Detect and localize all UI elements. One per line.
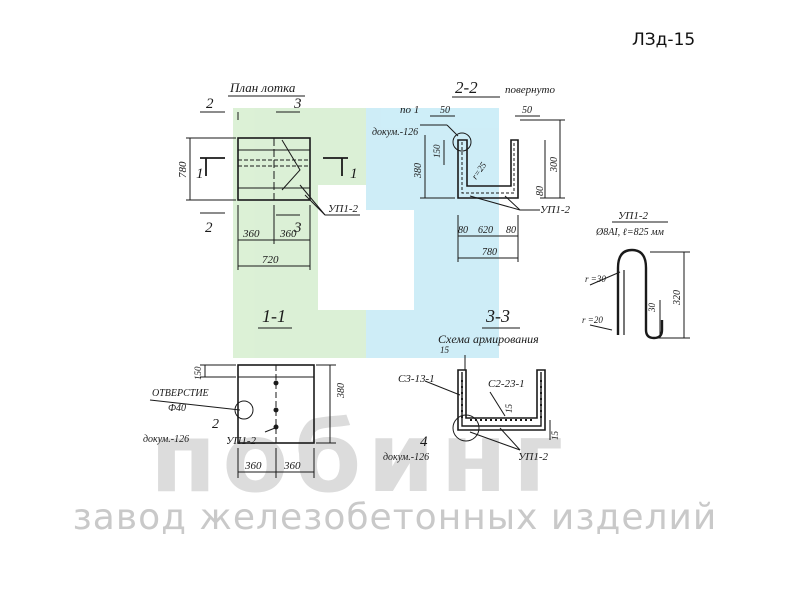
s11-dim-380: 380: [336, 383, 347, 399]
plan-view: [186, 111, 360, 270]
section-2-2-labels: 2-2 повернуто по 1 докум.-126 50 50 150 …: [372, 78, 571, 258]
detail-r20: r =20: [582, 315, 603, 325]
dim-620: 620: [478, 225, 493, 236]
hole-diameter: Ф40: [168, 403, 186, 414]
section-1-1-title: 1-1: [262, 306, 286, 326]
section-2-2-note: повернуто: [505, 84, 555, 96]
detail-r30: r =30: [585, 274, 606, 284]
section-3-3-rebar: УП1-2: [518, 451, 549, 463]
section-3-3-subtitle: Схема армирования: [438, 332, 539, 346]
dim-80-left: 80: [458, 225, 468, 236]
section-2-2-ref: докум.-126: [372, 127, 418, 138]
s11-dim-150: 150: [193, 366, 203, 380]
mesh-c2-label: С2-23-1: [488, 378, 525, 390]
rebar-detail-labels: УП1-2 Ø8АI, ℓ=825 мм r =30 r =20 30 320: [582, 210, 683, 325]
watermark-logo: [233, 108, 499, 358]
plan-dim-height: 780: [177, 161, 189, 178]
dim-780: 780: [482, 247, 497, 258]
plan-dim-right: 360: [279, 228, 297, 240]
section-3-3-labels: 3-3 Схема армирования 15 С3-13-1 С2-23-1…: [383, 306, 560, 463]
document-code: ЛЗд-15: [632, 30, 696, 50]
plan-labels: План лотка 2 3 1 1 2 3 780 360 360 720 У…: [177, 80, 359, 266]
cut-2-bottom: 2: [205, 220, 213, 236]
cut-3-top: 3: [293, 96, 302, 112]
section-2-2-title: 2-2: [455, 78, 478, 97]
section-1-1-pos: 2: [212, 417, 219, 432]
rebar-detail: [589, 221, 690, 340]
cut-3-bottom: 3: [293, 220, 302, 236]
section-1-1-ref: докум.-126: [143, 434, 189, 445]
mesh-c3-label: С3-13-1: [398, 373, 435, 385]
detail-spec: Ø8АI, ℓ=825 мм: [595, 227, 664, 238]
dim-80-right: 80: [506, 225, 516, 236]
s11-dim-360-a: 360: [244, 460, 262, 472]
section-3-3-ref: докум.-126: [383, 452, 429, 463]
dim-80-v: 80: [535, 186, 546, 196]
hole-label: ОТВЕРСТИЕ: [152, 388, 209, 399]
s11-dim-360-b: 360: [283, 460, 301, 472]
dim-380: 380: [413, 163, 424, 179]
dim-50-a: 50: [440, 105, 450, 116]
plan-dim-total: 720: [262, 254, 279, 266]
s33-dim-15-right: 15: [550, 431, 560, 441]
cut-2-top: 2: [206, 96, 214, 112]
section-2-2-pos: по 1: [400, 104, 419, 116]
plan-dim-left: 360: [242, 228, 260, 240]
s33-dim-15-top: 15: [440, 345, 450, 355]
dim-150: 150: [432, 144, 442, 158]
section-3-3: [424, 355, 551, 451]
plan-rebar-label: УП1-2: [328, 203, 359, 215]
section-1-1-rebar: УП1-2: [226, 435, 257, 447]
watermark-brand: побинг: [150, 402, 570, 514]
section-2-2-rebar: УП1-2: [540, 204, 571, 216]
section-2-2: [420, 115, 565, 262]
section-1-1: [149, 364, 336, 478]
dim-300: 300: [549, 157, 560, 173]
dim-50-b: 50: [522, 105, 532, 116]
cut-1-left: 1: [196, 166, 204, 182]
s33-dim-15-inner: 15: [504, 404, 514, 414]
watermark-subtitle: завод железобетонных изделий: [72, 497, 718, 538]
detail-dim-30: 30: [647, 303, 657, 314]
plan-title: План лотка: [229, 80, 296, 95]
section-3-3-pos: 4: [420, 434, 428, 450]
detail-dim-320: 320: [672, 290, 683, 306]
detail-title: УП1-2: [618, 210, 649, 222]
section-3-3-title: 3-3: [485, 306, 510, 326]
section-1-1-labels: 1-1 150 380 ОТВЕРСТИЕ Ф40 2 докум.-126 У…: [143, 306, 347, 472]
cut-1-right: 1: [350, 166, 358, 182]
